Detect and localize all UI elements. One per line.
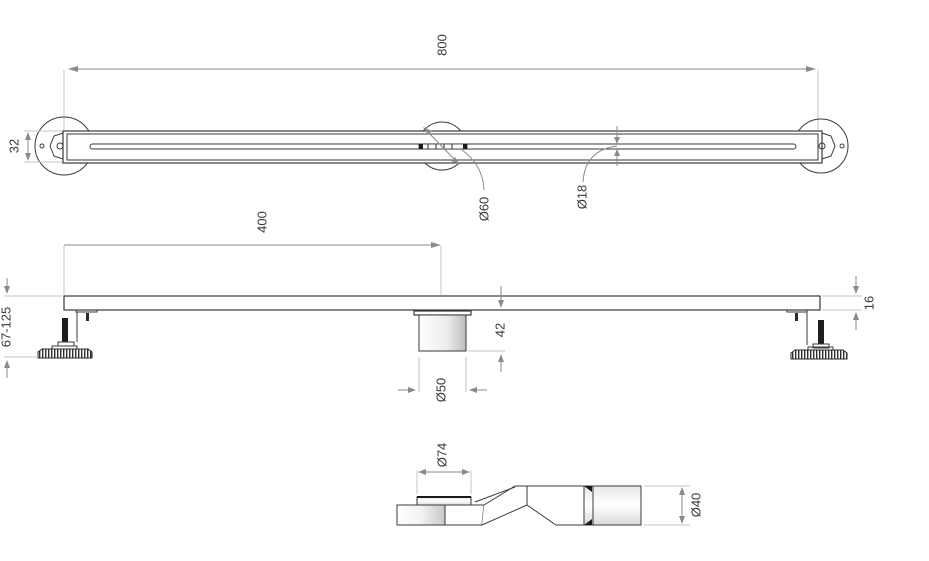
outlet-flange-dimension: Ø60 [423, 127, 491, 221]
drain-channel-side [63, 295, 821, 311]
trap-angled-arm [481, 485, 528, 526]
trap-outlet-diameter-label: Ø40 [688, 493, 703, 518]
outlet-flange-label: Ø60 [476, 197, 491, 222]
outlet-diameter-dimension: Ø50 [398, 357, 487, 402]
trap-top-diameter-label: Ø74 [434, 443, 449, 468]
right-end-cap [821, 132, 836, 160]
trap-outlet-diameter-dimension: Ø40 [644, 485, 703, 526]
channel-height-label: 16 [861, 296, 876, 310]
trap-top-diameter-dimension: Ø74 [416, 443, 472, 494]
outlet-position-label: 400 [254, 211, 269, 233]
outlet-position-dimension: 400 [63, 211, 442, 295]
trap-base [396, 504, 446, 526]
outlet-depth-dimension: 42 [468, 286, 507, 372]
right-screw-hole [839, 143, 845, 149]
outlet-diameter-label: Ø50 [433, 378, 448, 403]
right-leveling-foot [786, 310, 848, 360]
foot-height-dimension: 67-125 [0, 278, 62, 378]
left-screw-hole [39, 143, 45, 149]
channel-height-dimension: 16 [822, 276, 876, 330]
trap-inlet-ring [416, 496, 472, 506]
left-end-cap [49, 132, 64, 160]
slot-width-dimension: Ø18 [574, 126, 620, 209]
channel-width-label: 32 [6, 139, 21, 153]
side-view: 400 [0, 211, 876, 402]
overall-length-label: 800 [434, 34, 449, 56]
slot-width-label: Ø18 [574, 185, 589, 210]
left-leveling-foot [37, 310, 98, 359]
trap-view: Ø74 Ø40 [396, 443, 703, 526]
outlet-depth-label: 42 [492, 323, 507, 337]
overall-length-dimension: 800 [63, 34, 819, 130]
top-view: 800 [6, 34, 849, 221]
outlet-pipe [413, 310, 472, 352]
channel-width-dimension: 32 [6, 130, 62, 163]
trap-outlet-pipe [592, 485, 642, 526]
trap-body [526, 485, 585, 526]
foot-height-label: 67-125 [0, 307, 13, 347]
